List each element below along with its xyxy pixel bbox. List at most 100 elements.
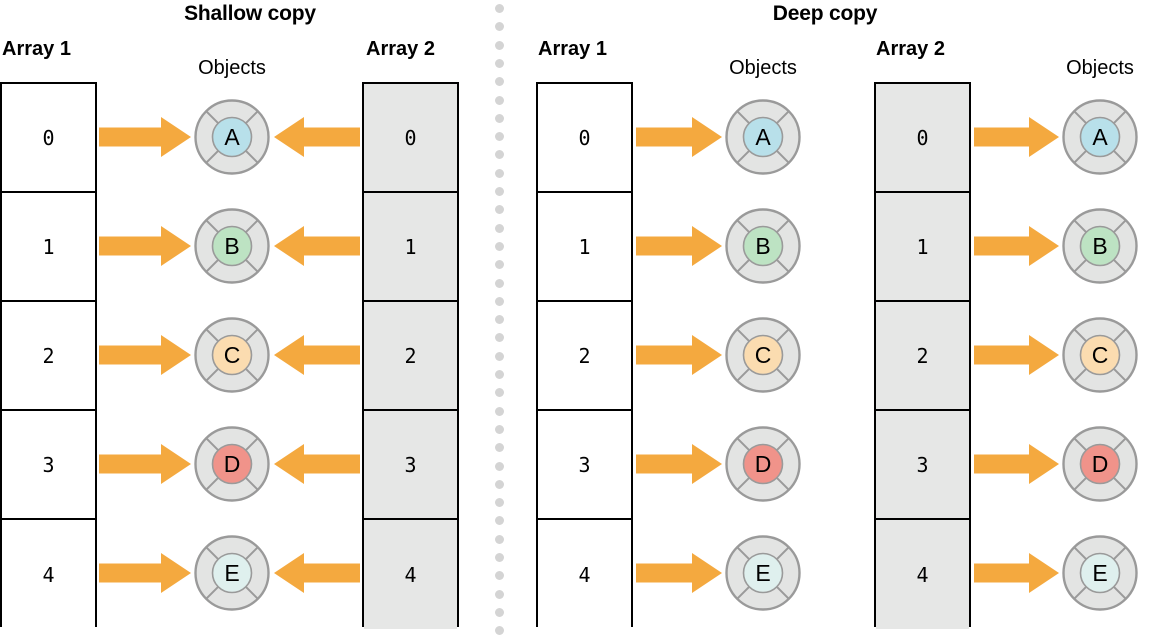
divider-dot xyxy=(495,260,504,270)
column-header-array1-shallow: Array 1 xyxy=(2,38,71,60)
divider-dot xyxy=(495,351,504,361)
deep-array1-object-c-icon[interactable]: C xyxy=(724,316,802,394)
shallow-object-c-icon[interactable]: C xyxy=(193,316,271,394)
svg-text:C: C xyxy=(755,342,772,368)
divider-dot xyxy=(495,370,504,379)
divider-dot xyxy=(495,315,504,325)
array-2-deep-cell-2[interactable]: 2 xyxy=(876,302,969,411)
array-1-shallow-cell-3[interactable]: 3 xyxy=(2,411,95,520)
array-2-deep-cell-4[interactable]: 4 xyxy=(876,520,969,629)
array1-to-objects-deep-arrow-2 xyxy=(636,334,722,380)
array-index-value: 3 xyxy=(916,452,929,477)
array-2-shallow-cell-4[interactable]: 4 xyxy=(364,520,457,629)
shallow-object-a-icon[interactable]: A xyxy=(193,98,271,176)
column-header-objects-shallow: Objects xyxy=(198,57,266,79)
array1-to-objects-shallow-arrow-4 xyxy=(99,552,191,598)
array1-to-objects-deep-arrow-3 xyxy=(636,443,722,489)
svg-text:B: B xyxy=(1092,233,1107,259)
divider-dot xyxy=(495,4,504,13)
array-2-shallow-cell-0[interactable]: 0 xyxy=(364,84,457,193)
divider-dot xyxy=(495,187,504,196)
panel-title-deep: Deep copy xyxy=(772,2,878,25)
array2-to-objects-deep-arrow-3 xyxy=(974,443,1059,489)
divider-dot xyxy=(495,205,504,215)
array-index-value: 0 xyxy=(404,125,417,150)
array1-to-objects-shallow-arrow-2 xyxy=(99,334,191,380)
column-header-array2-shallow: Array 2 xyxy=(366,38,435,60)
svg-text:B: B xyxy=(755,233,770,259)
array-index-value: 4 xyxy=(42,562,55,587)
divider-dot xyxy=(495,22,504,32)
array-1-deep-cell-4[interactable]: 4 xyxy=(538,520,631,629)
deep-array2-object-d-icon[interactable]: D xyxy=(1061,425,1139,503)
array2-to-objects-shallow-arrow-3 xyxy=(274,443,360,489)
array2-to-objects-shallow-arrow-2 xyxy=(274,334,360,380)
array2-to-objects-deep-arrow-4 xyxy=(974,552,1059,598)
svg-text:A: A xyxy=(1092,124,1108,150)
svg-text:A: A xyxy=(755,124,771,150)
panel-divider xyxy=(495,0,504,636)
array-1-shallow-cell-1[interactable]: 1 xyxy=(2,193,95,302)
array-1-deep-cell-2[interactable]: 2 xyxy=(538,302,631,411)
array-2-shallow-cell-1[interactable]: 1 xyxy=(364,193,457,302)
deep-array1-object-a-icon[interactable]: A xyxy=(724,98,802,176)
array1-to-objects-deep-arrow-0 xyxy=(636,116,722,162)
divider-dot xyxy=(495,406,504,416)
array2-to-objects-deep-arrow-1 xyxy=(974,225,1059,271)
shallow-object-d-icon[interactable]: D xyxy=(193,425,271,503)
array-2-shallow-cell-3[interactable]: 3 xyxy=(364,411,457,520)
svg-text:C: C xyxy=(224,342,241,368)
deep-array2-object-a-icon[interactable]: A xyxy=(1061,98,1139,176)
shallow-object-e-icon[interactable]: E xyxy=(193,534,271,612)
divider-dot xyxy=(495,223,504,233)
array-2-shallow-cell-2[interactable]: 2 xyxy=(364,302,457,411)
array-index-value: 1 xyxy=(916,234,929,259)
svg-text:C: C xyxy=(1092,342,1109,368)
array-2-deep: 0 1 2 3 4 xyxy=(874,82,971,629)
svg-text:E: E xyxy=(224,560,239,586)
array-1-shallow-cell-0[interactable]: 0 xyxy=(2,84,95,193)
divider-dot xyxy=(495,168,504,178)
array-1-shallow-cell-4[interactable]: 4 xyxy=(2,520,95,629)
array1-to-objects-shallow-arrow-1 xyxy=(99,225,191,271)
divider-dot xyxy=(495,278,504,288)
shallow-object-b-icon[interactable]: B xyxy=(193,207,271,285)
array-1-deep-cell-3[interactable]: 3 xyxy=(538,411,631,520)
array-index-value: 4 xyxy=(578,562,591,587)
divider-dot xyxy=(495,58,504,68)
divider-dot xyxy=(495,77,504,87)
divider-dot xyxy=(495,589,504,599)
deep-array2-object-b-icon[interactable]: B xyxy=(1061,207,1139,285)
array-2-deep-cell-3[interactable]: 3 xyxy=(876,411,969,520)
array-index-value: 2 xyxy=(916,343,929,368)
divider-dot xyxy=(495,479,504,489)
array1-to-objects-shallow-arrow-0 xyxy=(99,116,191,162)
divider-dot xyxy=(495,516,504,526)
array-index-value: 1 xyxy=(404,234,417,259)
array-2-deep-cell-1[interactable]: 1 xyxy=(876,193,969,302)
svg-text:D: D xyxy=(224,451,241,477)
array-1-shallow-cell-2[interactable]: 2 xyxy=(2,302,95,411)
column-header-objects-deep-1: Objects xyxy=(729,57,797,79)
array-index-value: 3 xyxy=(578,452,591,477)
array-1-deep-cell-0[interactable]: 0 xyxy=(538,84,631,193)
array-index-value: 2 xyxy=(404,343,417,368)
array-1-deep-cell-1[interactable]: 1 xyxy=(538,193,631,302)
array1-to-objects-deep-arrow-4 xyxy=(636,552,722,598)
deep-array1-object-b-icon[interactable]: B xyxy=(724,207,802,285)
svg-text:A: A xyxy=(224,124,240,150)
deep-array2-object-e-icon[interactable]: E xyxy=(1061,534,1139,612)
array-2-deep-cell-0[interactable]: 0 xyxy=(876,84,969,193)
divider-dot xyxy=(495,388,504,398)
array2-to-objects-shallow-arrow-1 xyxy=(274,225,360,271)
divider-dot xyxy=(495,626,504,636)
array2-to-objects-shallow-arrow-4 xyxy=(274,552,360,598)
object-set-shallow: A B C D E xyxy=(193,82,271,627)
array2-to-objects-shallow-arrow-0 xyxy=(274,116,360,162)
deep-array1-object-d-icon[interactable]: D xyxy=(724,425,802,503)
deep-array1-object-e-icon[interactable]: E xyxy=(724,534,802,612)
deep-array2-object-c-icon[interactable]: C xyxy=(1061,316,1139,394)
array-index-value: 4 xyxy=(916,562,929,587)
